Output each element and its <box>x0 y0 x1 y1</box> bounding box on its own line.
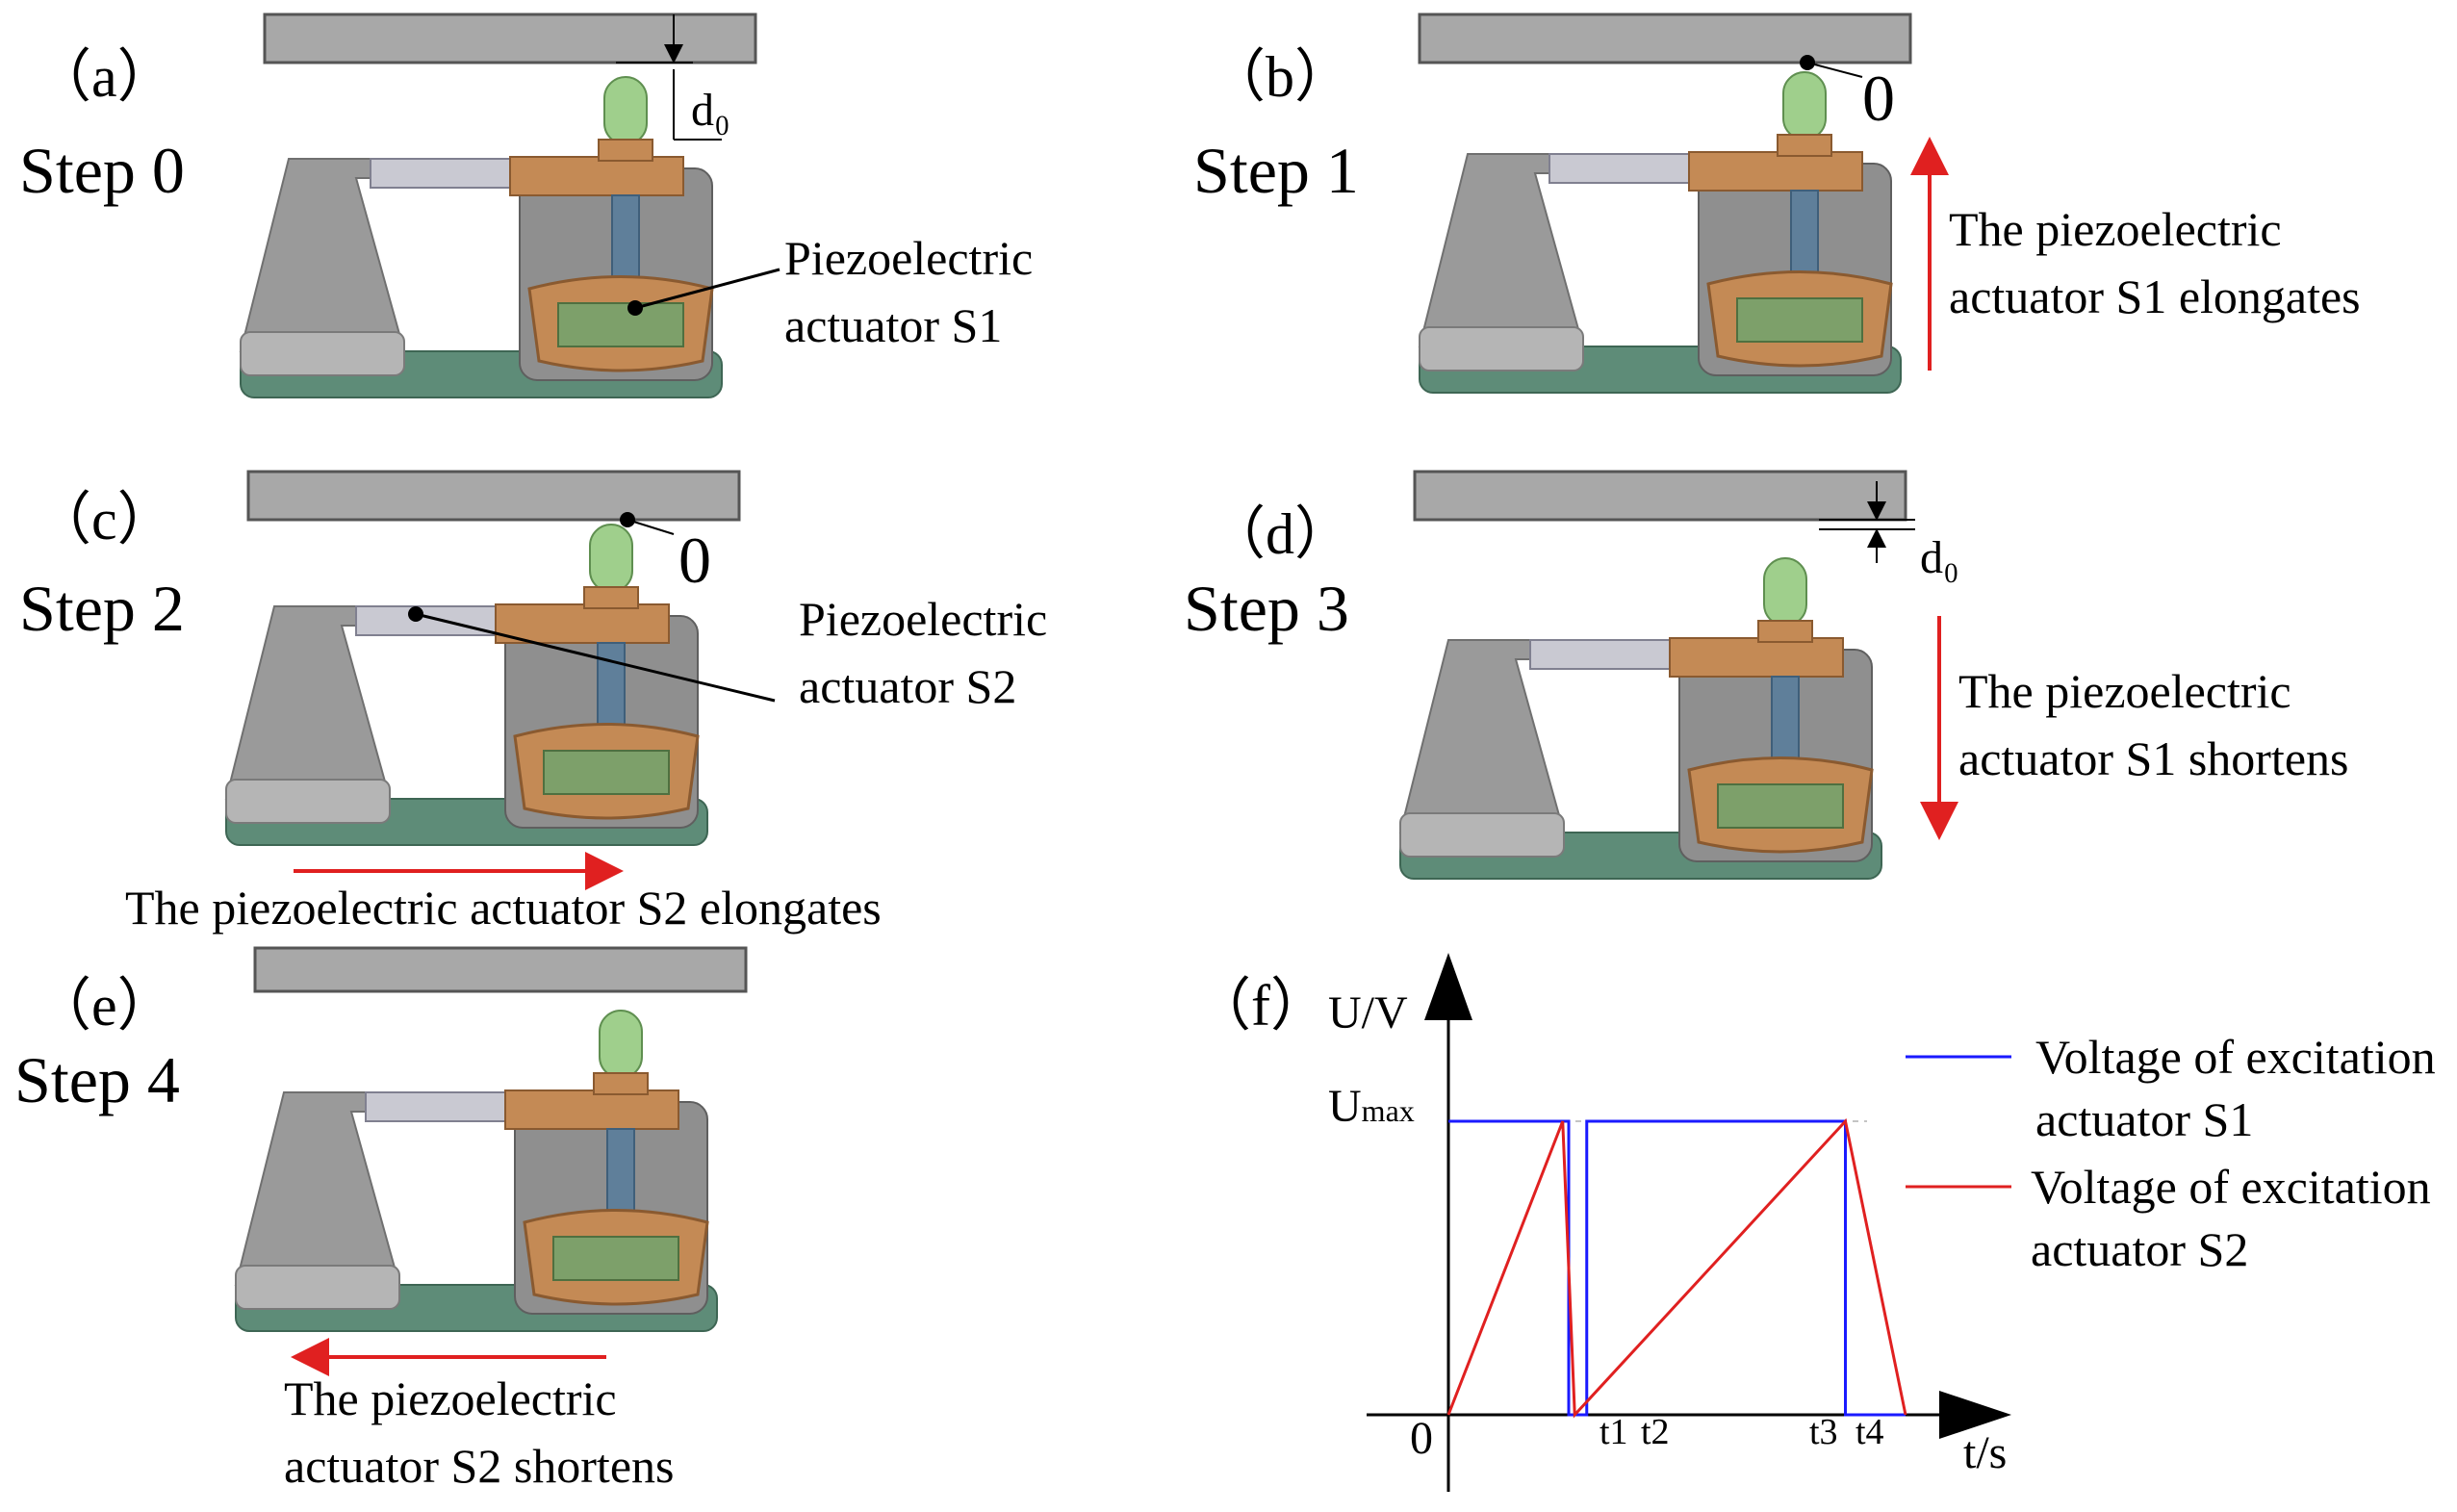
panel-f: （f） U/V t/s 0 Umax t1 t2 t3 t4 Voltage o… <box>1193 953 2436 1492</box>
panel-d-note-1: The piezoelectric <box>1958 664 2291 718</box>
tick-t2: t2 <box>1641 1412 1670 1452</box>
panel-c-mechanism <box>224 523 709 847</box>
panel-e-label: （e） <box>34 974 175 1038</box>
panel-a: （a） Step 0 d₀ Piezoelectric actuator S1 <box>19 13 1033 399</box>
panel-a-mechanism <box>239 75 724 399</box>
series-s1-line <box>1448 1119 1906 1417</box>
panel-c-note: The piezoelectric actuator S2 elongates <box>125 881 882 935</box>
panel-e: （e） Step 4 The piezoelectric actuator S2… <box>14 946 748 1493</box>
umax-label: Umax <box>1328 1081 1415 1132</box>
legend-s1-line2: actuator S1 <box>2035 1092 2253 1146</box>
panel-a-callout-line <box>634 268 781 310</box>
panel-c-callout-line <box>415 612 776 703</box>
panel-a-label: （a） <box>34 45 175 109</box>
panel-d-mechanism <box>1398 556 1883 881</box>
panel-d: （d） Step 3 d₀ The piezoelectric actuator… <box>1184 470 2348 881</box>
tick-t1: t1 <box>1600 1412 1628 1452</box>
panel-a-gap-label: d₀ <box>691 85 730 136</box>
panel-d-step: Step 3 <box>1184 572 1349 645</box>
panel-c-callout-2: actuator S2 <box>799 659 1016 713</box>
panel-e-note-2: actuator S2 shortens <box>284 1439 674 1493</box>
panel-b-label: （b） <box>1208 45 1352 109</box>
panel-c-gap-label: 0 <box>678 524 711 597</box>
panel-d-gap-label: d₀ <box>1920 532 1959 583</box>
x-axis-arrowhead <box>1939 1391 2011 1439</box>
legend-s1-line1: Voltage of excitation <box>2035 1030 2436 1084</box>
panel-b: （b） Step 1 0 The piezoelectric actuator … <box>1193 13 2361 395</box>
panel-c-plate <box>246 470 741 522</box>
panel-e-step: Step 4 <box>14 1043 180 1116</box>
x-axis-label: t/s <box>1963 1427 2007 1478</box>
panel-f-label: （f） <box>1193 974 1328 1038</box>
legend-s2-line1: Voltage of excitation <box>2031 1160 2431 1214</box>
y-axis-arrowhead <box>1424 953 1472 1020</box>
panel-e-note-1: The piezoelectric <box>284 1371 617 1425</box>
tick-t3: t3 <box>1809 1412 1838 1452</box>
tick-t4: t4 <box>1856 1412 1884 1452</box>
panel-a-plate <box>263 13 757 64</box>
panel-e-mechanism <box>234 1009 719 1333</box>
panel-b-note-2: actuator S1 elongates <box>1949 269 2361 323</box>
panel-c: （c） Step 2 0 Piezoelectric actuator S2 T… <box>19 470 1047 935</box>
panel-a-callout-1: Piezoelectric <box>784 231 1033 285</box>
series-s2-line <box>1446 1117 1907 1419</box>
panel-a-step: Step 0 <box>19 134 185 207</box>
panel-b-mechanism <box>1418 70 1903 395</box>
panel-b-step: Step 1 <box>1193 134 1359 207</box>
panel-c-step: Step 2 <box>19 572 185 645</box>
legend-s2-line2: actuator S2 <box>2031 1222 2248 1276</box>
panel-d-plate <box>1413 470 1907 522</box>
panel-b-note-1: The piezoelectric <box>1949 202 2282 256</box>
origin-label: 0 <box>1410 1413 1433 1464</box>
y-axis-label: U/V <box>1328 987 1408 1038</box>
panel-d-note-2: actuator S1 shortens <box>1958 731 2348 785</box>
panel-c-callout-1: Piezoelectric <box>799 592 1047 646</box>
panel-b-plate <box>1418 13 1912 64</box>
panel-d-label: （d） <box>1208 502 1352 566</box>
panel-c-label: （c） <box>34 488 175 551</box>
panel-b-gap-label: 0 <box>1862 62 1895 135</box>
panel-a-callout-2: actuator S1 <box>784 298 1002 352</box>
panel-e-plate <box>253 946 748 993</box>
